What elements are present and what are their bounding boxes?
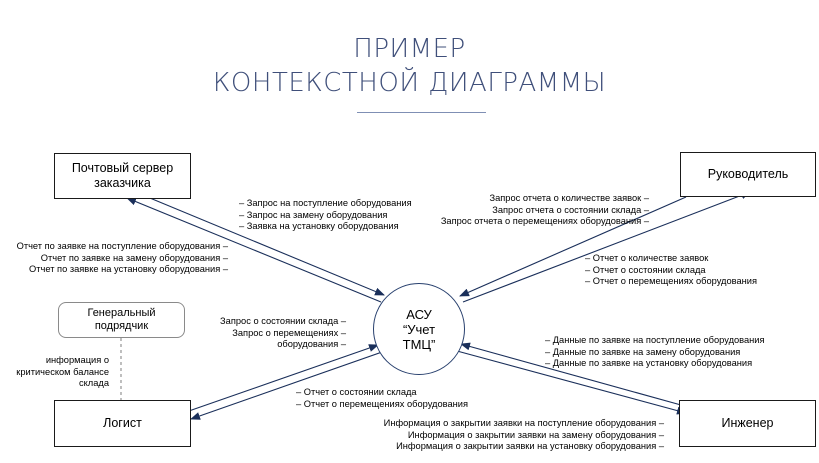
flow-line: – Отчет о состоянии склада — [585, 264, 706, 275]
system-node-line2: “Учет — [402, 321, 436, 337]
diagram-title-line2: КОНТЕКСТНОЙ ДИАГРАММЫ — [212, 68, 607, 98]
flow-line: информация о — [45, 355, 109, 365]
flow-line: – Данные по заявке на поступление оборуд… — [545, 335, 765, 345]
flow-line: Запрос отчета о состоянии склада – — [492, 204, 649, 215]
flow-line: – Запрос на замену оборудования — [239, 209, 388, 220]
flow-line: – Данные по заявке на замену оборудовани… — [545, 346, 741, 357]
flow-line: Информация о закрытии заявки на установк… — [396, 441, 664, 451]
flow-label-asu-to-engineer: – Данные по заявке на поступление оборуд… — [545, 335, 765, 370]
flow-line: – Запрос на поступление оборудования — [239, 198, 412, 208]
arrow-director-to-asu — [459, 196, 687, 297]
flow-line: критическом балансе — [16, 366, 109, 377]
flow-line: оборудования – — [277, 339, 346, 349]
entity-mail-server-line1: Почтовый сервер — [71, 161, 174, 175]
entity-engineer: Инженер — [679, 400, 816, 447]
arrow-mail-to-asu — [132, 190, 385, 296]
entity-director: Руководитель — [680, 152, 816, 197]
arrow-asu-to-engineer — [456, 350, 687, 415]
entity-contractor: Генеральный подрядчик — [58, 302, 185, 338]
flow-label-contractor-to-logist: информация о критическом балансе склада — [16, 355, 109, 390]
entity-logist: Логист — [54, 400, 191, 447]
flow-line: Запрос отчета о количестве заявок – — [489, 193, 649, 203]
entity-contractor-line2: подрядчик — [94, 320, 149, 332]
system-node-line3: ТМЦ” — [402, 336, 436, 352]
arrow-asu-to-logist — [190, 351, 383, 420]
system-node-line1: АСУ — [406, 306, 432, 322]
entity-mail-server-line2: заказчика — [94, 176, 151, 190]
entity-director-label: Руководитель — [707, 167, 789, 181]
flow-line: Информация о закрытии заявки на поступле… — [383, 418, 664, 428]
entity-mail-server: Почтовый сервер заказчика — [54, 153, 191, 199]
flow-line: Информация о закрытии заявки на замену о… — [407, 429, 664, 440]
flow-line: склада — [78, 378, 109, 388]
arrow-logist-to-asu — [185, 344, 379, 413]
flow-label-director-to-asu: Запрос отчета о количестве заявок – Запр… — [441, 193, 649, 228]
system-node-asu: АСУ “Учет ТМЦ” — [373, 283, 465, 375]
arrow-engineer-to-asu — [460, 342, 682, 406]
entity-engineer-label: Инженер — [721, 416, 774, 430]
flow-label-asu-to-director: – Отчет о количестве заявок – Отчет о со… — [585, 253, 757, 288]
flow-line: – Отчет о состоянии склада — [296, 387, 417, 397]
title-underline — [357, 112, 486, 113]
flow-label-asu-to-mail: Отчет по заявке на поступление оборудова… — [17, 241, 228, 276]
flow-line: – Отчет о количестве заявок — [585, 253, 709, 263]
entity-logist-label: Логист — [103, 416, 142, 430]
flow-line: – Отчет о перемещениях оборудования — [585, 276, 757, 286]
flow-line: – Отчет о перемещениях оборудования — [296, 398, 468, 409]
flow-line: Отчет по заявке на замену оборудования – — [40, 252, 228, 263]
flow-label-logist-to-asu: Запрос о состоянии склада – Запрос о пер… — [220, 316, 346, 351]
flow-line: Запрос отчета о перемещениях оборудовани… — [440, 216, 649, 226]
flow-line: – Заявка на установку оборудования — [239, 221, 399, 231]
entity-contractor-line1: Генеральный — [87, 307, 156, 319]
flow-line: Отчет по заявке на поступление оборудова… — [16, 241, 228, 251]
flow-line: Запрос о состоянии склада – — [220, 316, 346, 326]
flow-line: – Данные по заявке на установку оборудов… — [545, 358, 753, 368]
arrow-asu-to-director — [462, 191, 751, 303]
flow-label-asu-to-logist: – Отчет о состоянии склада – Отчет о пер… — [296, 387, 468, 410]
flow-label-engineer-to-asu: Информация о закрытии заявки на поступле… — [384, 418, 664, 453]
flow-line: Отчет по заявке на установку оборудовани… — [29, 264, 228, 274]
diagram-title-line1: ПРИМЕР — [353, 34, 466, 64]
flow-label-mail-to-asu: – Запрос на поступление оборудования – З… — [239, 198, 412, 233]
arrow-asu-to-mail — [126, 197, 382, 303]
flow-line: Запрос о перемещениях – — [232, 327, 346, 338]
